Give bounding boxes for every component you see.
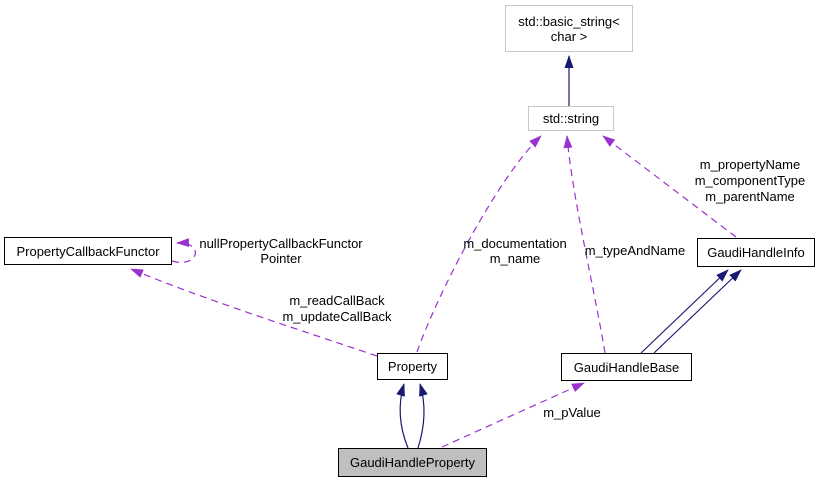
edge-inherit-handlebase-handleinfo-1 (640, 269, 729, 354)
edge-label-p-value: m_pValue (543, 405, 601, 420)
edge-usage-property-callbackfunctor (130, 268, 378, 357)
node-property-callback-functor[interactable]: PropertyCallbackFunctor (4, 237, 172, 265)
edge-usage-handlebase-string (563, 135, 606, 354)
node-gaudi-handle-base[interactable]: GaudiHandleBase (561, 353, 692, 381)
edge-label-read-update-callback: m_readCallBack m_updateCallBack (282, 293, 392, 324)
node-property[interactable]: Property (377, 353, 448, 380)
edge-inherit-handleproperty-property-2 (417, 383, 428, 449)
edge-usage-callbackfunctor-selfloop (171, 238, 196, 264)
edge-label-type-and-name: m_typeAndName (584, 243, 686, 258)
edge-inherit-handleproperty-property-1 (396, 383, 409, 449)
edge-label-null-callback-pointer: nullPropertyCallbackFunctor Pointer (199, 236, 363, 266)
node-std-basic-string: std::basic_string< char > (505, 5, 633, 52)
edge-inherit-handlebase-handleinfo-2 (653, 269, 742, 354)
edge-usage-handleinfo-string (602, 135, 737, 238)
node-std-string: std::string (528, 106, 614, 131)
edge-label-documentation-name: m_documentation m_name (463, 236, 567, 266)
edge-usage-handleproperty-handlebase (441, 382, 585, 448)
edge-label-property-component-parent: m_propertyName m_componentType m_parentN… (694, 157, 806, 204)
node-gaudi-handle-property: GaudiHandleProperty (338, 448, 487, 477)
edge-usage-property-string (416, 135, 542, 353)
node-gaudi-handle-info[interactable]: GaudiHandleInfo (697, 238, 815, 267)
